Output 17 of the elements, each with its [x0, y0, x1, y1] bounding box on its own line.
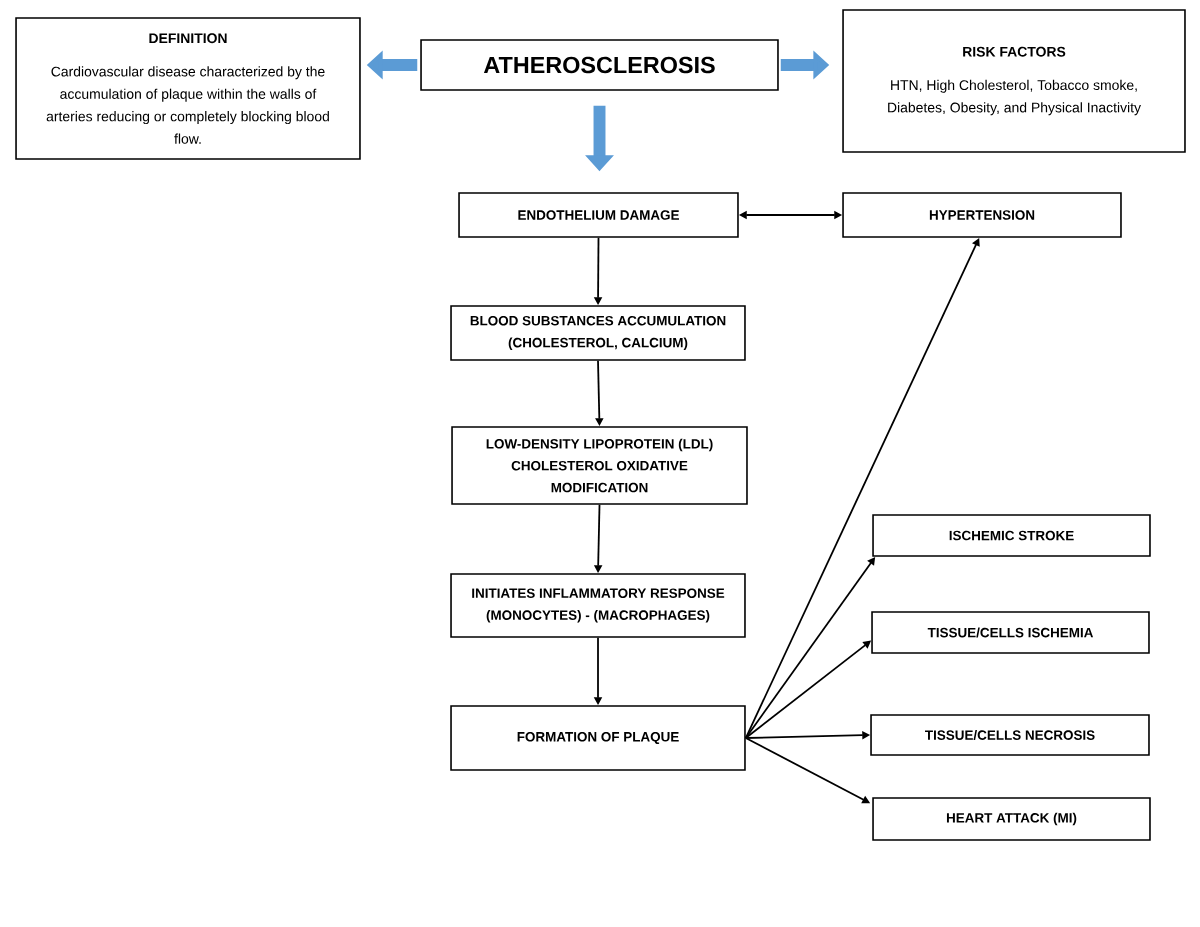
process-box: INITIATES INFLAMMATORY RESPONSE (MONOCYTES) - (MACROPHAGES) [450, 573, 746, 638]
outcome-box: HEART ATTACK (MI) [872, 797, 1151, 841]
info-box [842, 9, 1186, 153]
process-box: ENDOTHELIUM DAMAGE [458, 192, 739, 238]
process-box: FORMATION OF PLAQUE [450, 705, 746, 771]
outcome-box: TISSUE/CELLS ISCHEMIA [871, 611, 1150, 654]
box-heading: DEFINITION [149, 33, 227, 44]
outcome-box: HYPERTENSION [842, 192, 1122, 238]
box-text: HTN, High Cholesterol, Tobacco smoke, Diabetes, Obesity, and Physical Inactivity [888, 79, 1141, 116]
info-box [15, 17, 361, 160]
outcome-box: ISCHEMIC STROKE [872, 514, 1151, 557]
title-box: ATHEROSCLEROSIS [420, 39, 779, 91]
process-box: BLOOD SUBSTANCES ACCUMULATION (CHOLESTEROL, CALCIUM) [450, 305, 746, 361]
process-box: LOW-DENSITY LIPOPROTEIN (LDL) CHOLESTEROL OXIDATIVE MODIFICATION [451, 426, 748, 505]
box-text: Cardiovascular disease characterized by the accumulation of plaque within the walls of arteries reducing or completely blocking blood flow. [46, 66, 329, 144]
box-heading: RISK FACTORS [963, 46, 1066, 57]
outcome-box: TISSUE/CELLS NECROSIS [870, 714, 1150, 756]
